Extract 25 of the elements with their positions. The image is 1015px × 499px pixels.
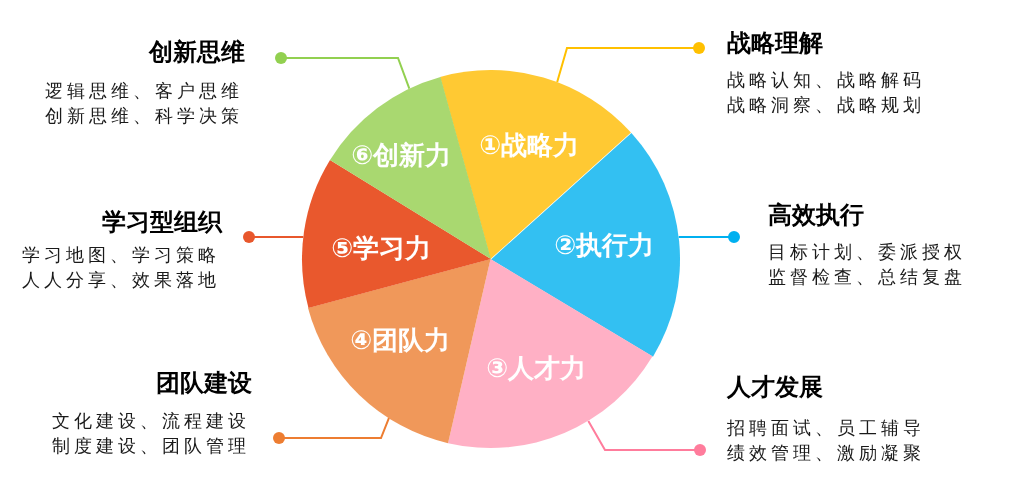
- leader-line: [587, 420, 706, 456]
- callout-heading: 人才发展: [727, 373, 823, 401]
- callout-heading: 战略理解: [727, 29, 823, 57]
- leader-line: [275, 52, 411, 90]
- slice-label: ⑤学习力: [331, 233, 431, 263]
- slice-label: ④团队力: [350, 325, 450, 355]
- callout-heading: 学习型组织: [102, 208, 222, 236]
- leader-line: [243, 231, 305, 243]
- slice-label: ⑥创新力: [351, 140, 451, 170]
- leader-line: [556, 42, 705, 83]
- slice-label: ①战略力: [479, 130, 579, 160]
- callout-text: 逻辑思维、客户思维创新思维、科学决策: [45, 79, 244, 128]
- callout-text: 目标计划、委派授权监督检查、总结复盘: [768, 240, 967, 289]
- callout-text: 文化建设、流程建设制度建设、团队管理: [52, 409, 251, 458]
- callout-text: 战略认知、战略解码战略洞察、战略规划: [727, 68, 926, 117]
- callout-heading: 团队建设: [156, 369, 252, 397]
- callout-heading: 创新思维: [149, 38, 245, 66]
- slice-label: ③人才力: [486, 353, 586, 383]
- leader-line: [677, 231, 740, 243]
- callout-text: 招聘面试、员工辅导绩效管理、激励凝聚: [727, 416, 926, 465]
- slice-label: ②执行力: [554, 230, 654, 260]
- callout-text: 学习地图、学习策略人人分享、效果落地: [22, 243, 221, 292]
- pie-slice: [448, 259, 653, 448]
- leader-line: [273, 417, 390, 444]
- callout-heading: 高效执行: [768, 201, 864, 229]
